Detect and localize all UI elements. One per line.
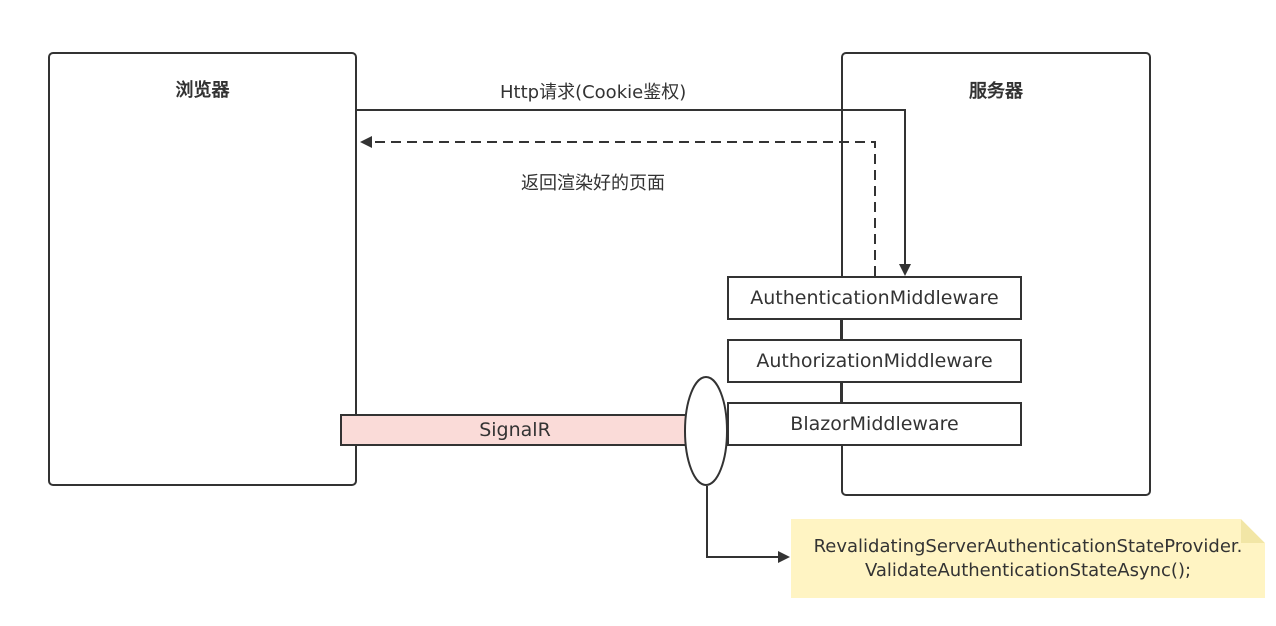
server-title: 服务器 xyxy=(969,81,1023,102)
request-label: Http请求(Cookie鉴权) xyxy=(500,82,687,103)
connection-ellipse xyxy=(684,376,728,486)
note-connector-arrow xyxy=(706,486,790,563)
response-label: 返回渲染好的页面 xyxy=(521,173,665,194)
browser-title: 浏览器 xyxy=(175,80,230,101)
signalr-bar: SignalR xyxy=(340,414,690,446)
browser-container: 浏览器 xyxy=(48,52,357,486)
note-line-2: ValidateAuthenticationStateAsync(); xyxy=(864,559,1192,581)
blazor-middleware-box: BlazorMiddleware xyxy=(727,402,1022,446)
authentication-middleware-box: AuthenticationMiddleware xyxy=(727,276,1022,320)
response-arrow xyxy=(360,136,876,276)
note-box: RevalidatingServerAuthenticationStatePro… xyxy=(791,519,1265,598)
authorization-middleware-box: AuthorizationMiddleware xyxy=(727,339,1022,383)
note-line-1: RevalidatingServerAuthenticationStatePro… xyxy=(813,535,1243,557)
